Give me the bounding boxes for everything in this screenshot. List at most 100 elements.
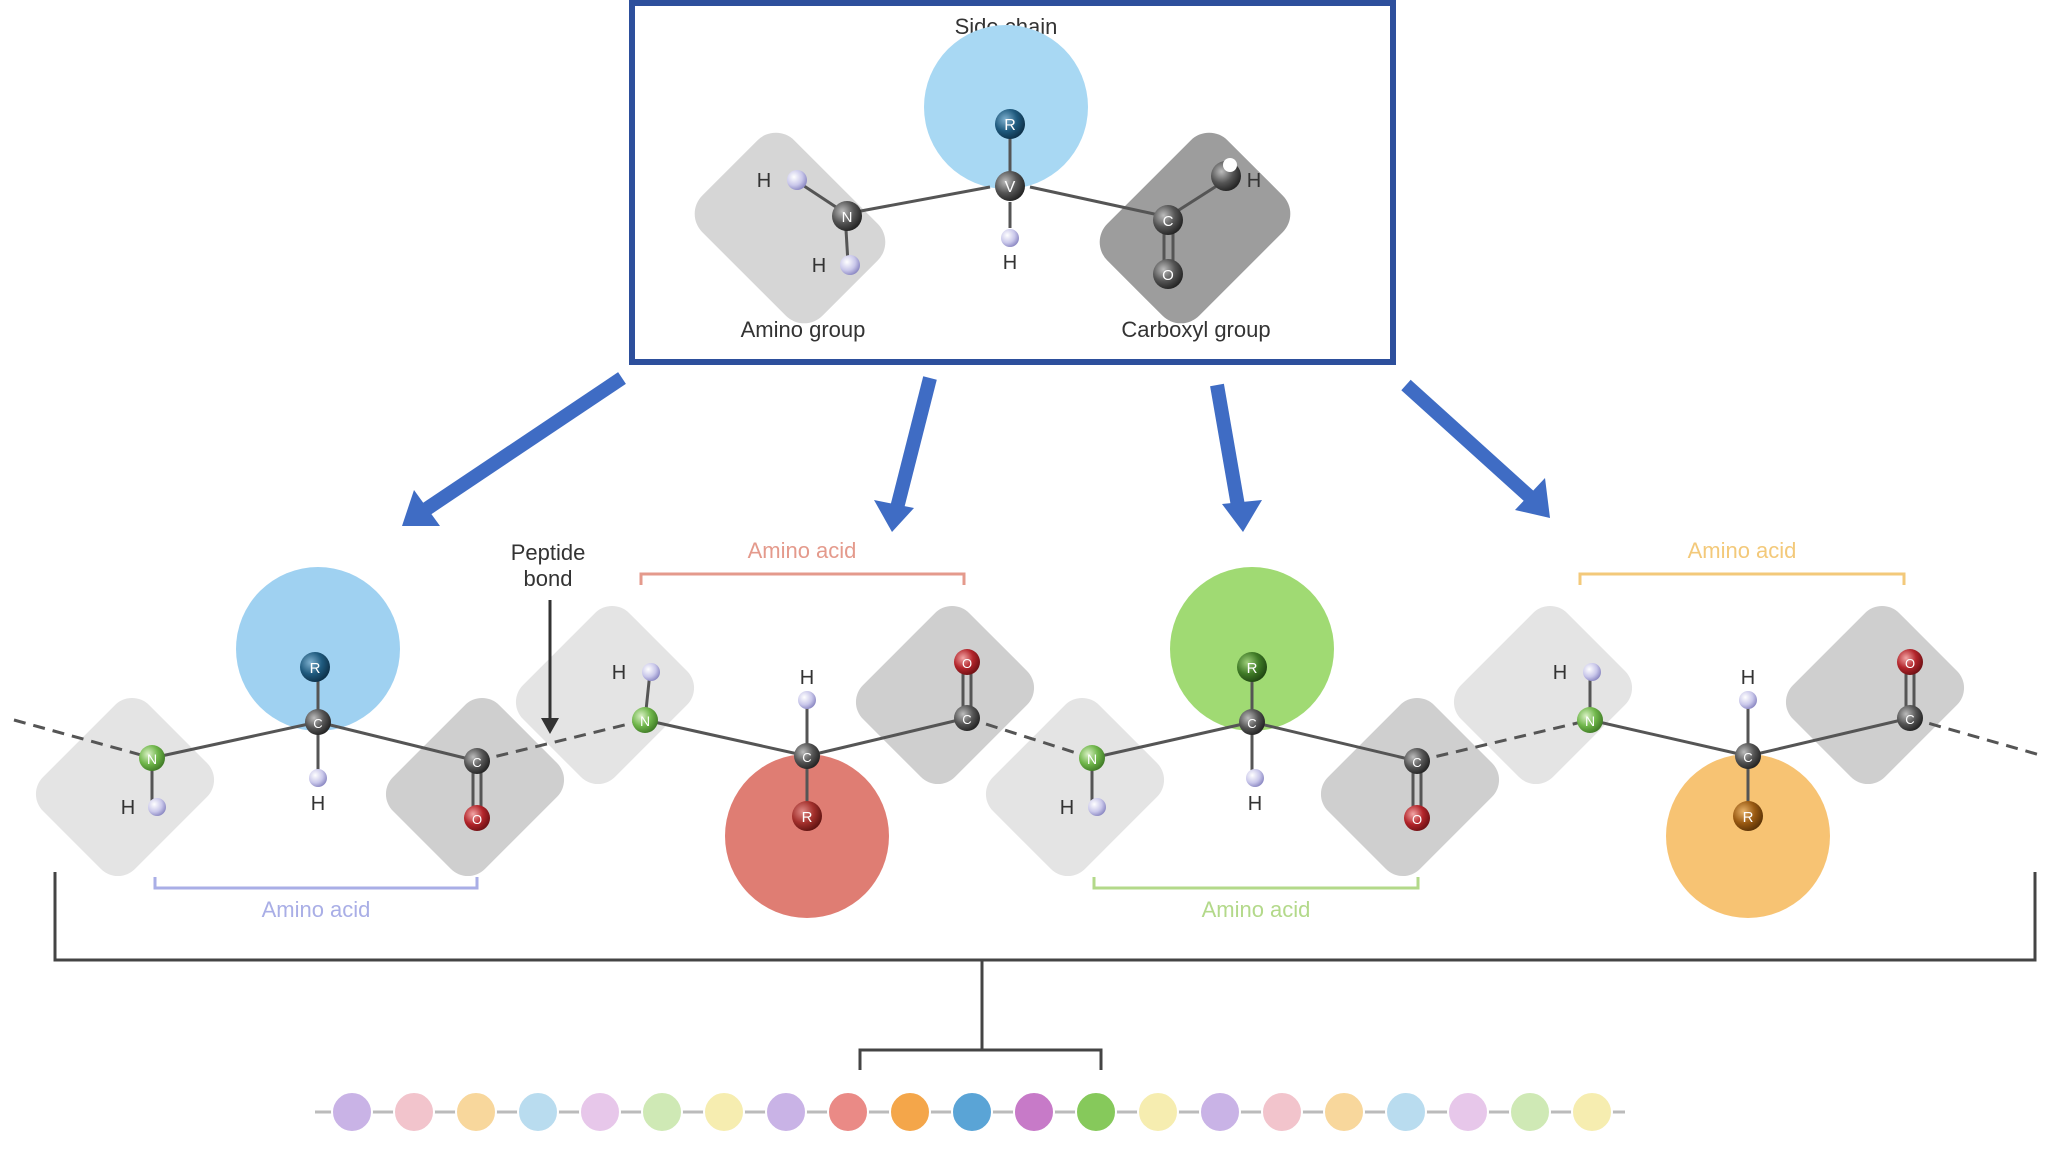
peptide-bond-3 <box>1416 718 1591 763</box>
residue-1-side-chain <box>236 567 400 731</box>
arrows <box>402 372 1550 532</box>
inset-alpha-hydrogen <box>1001 229 1019 247</box>
residue-2-side-chain <box>725 754 889 918</box>
residue-4-carboxyl-diamond <box>1785 605 1965 785</box>
amino-acid-inset: Side chain R V H N H H <box>629 0 1396 365</box>
residue-2-carbonyl-carbon: C <box>954 705 980 731</box>
bead-8 <box>765 1091 807 1133</box>
polypeptide-chain: N H C R H C O N H C R H C O N H C R H C … <box>13 538 2041 922</box>
residue-3-carboxyl-diamond <box>1320 697 1500 877</box>
residue-1-alpha-carbon: C <box>305 709 331 735</box>
inset-r-atom: R <box>995 109 1025 139</box>
residue-3-nitrogen: N <box>1079 745 1105 771</box>
svg-text:R: R <box>1004 117 1016 134</box>
svg-text:C: C <box>1905 712 1914 727</box>
residue-1-oxygen: O <box>464 805 490 831</box>
residue-4-side-chain <box>1666 754 1830 918</box>
svg-text:O: O <box>1162 267 1174 284</box>
inset-h-label: H <box>1003 252 1017 274</box>
residue-3-carbonyl-carbon: C <box>1404 748 1430 774</box>
residue-4-amino-h-label: H <box>1553 662 1567 684</box>
residue-1-amino-h-label: H <box>121 797 135 819</box>
residue-4-alpha-h-label: H <box>1741 667 1755 689</box>
amino-group-diamond <box>694 132 886 324</box>
residue-3-amino-h-label: H <box>1060 797 1074 819</box>
bead-string <box>315 1091 1625 1133</box>
amino-acid-bracket-4: Amino acid <box>1578 538 1906 585</box>
residue-3-r-atom: R <box>1237 652 1267 682</box>
svg-text:N: N <box>1585 713 1595 729</box>
bead-10 <box>889 1091 931 1133</box>
bead-19 <box>1447 1091 1489 1133</box>
arrow-3 <box>1210 383 1262 532</box>
carboxyl-group-diamond <box>1099 132 1291 324</box>
svg-text:N: N <box>1087 751 1097 767</box>
residue-1-carbonyl-carbon: C <box>464 748 490 774</box>
inset-carboxyl-carbon: C <box>1153 205 1183 235</box>
arrow-4 <box>1401 379 1550 518</box>
arrow-2 <box>874 376 937 532</box>
residue-4-r-atom: R <box>1733 801 1763 831</box>
arrow-1 <box>402 372 626 526</box>
residue-2-alpha-h-label: H <box>800 667 814 689</box>
bead-15 <box>1199 1091 1241 1133</box>
bead-14 <box>1137 1091 1179 1133</box>
svg-text:V: V <box>1005 179 1016 196</box>
residue-2-alpha-hydrogen <box>798 691 816 709</box>
svg-text:C: C <box>313 716 322 731</box>
inset-amino-h-top <box>787 170 807 190</box>
residue-2-amino-h-label: H <box>612 662 626 684</box>
residue-3-amino-diamond <box>985 697 1165 877</box>
inset-hydroxyl-h-label: H <box>1247 170 1261 192</box>
amino-acid-bracket-2: Amino acid <box>639 538 966 585</box>
residue-3-alpha-h-label: H <box>1248 793 1262 815</box>
bead-7 <box>703 1091 745 1133</box>
bead-5 <box>579 1091 621 1133</box>
svg-text:O: O <box>1412 812 1422 827</box>
residue-1-r-atom: R <box>300 652 330 682</box>
svg-text:N: N <box>640 713 650 729</box>
svg-text:O: O <box>1905 656 1915 671</box>
svg-text:O: O <box>962 656 972 671</box>
side-chain-bubble <box>924 25 1088 189</box>
svg-text:R: R <box>802 809 813 826</box>
svg-text:C: C <box>1743 750 1752 765</box>
residue-4-nitrogen: N <box>1577 707 1603 733</box>
svg-text:Amino acid: Amino acid <box>262 897 371 922</box>
inset-amino-h-top-label: H <box>757 170 771 192</box>
residue-3-alpha-carbon: C <box>1239 709 1265 735</box>
residue-2-alpha-carbon: C <box>794 743 820 769</box>
svg-text:Amino acid: Amino acid <box>1688 538 1797 563</box>
residue-1-nitrogen: N <box>139 745 165 771</box>
bead-12 <box>1013 1091 1055 1133</box>
residue-4-alpha-carbon: C <box>1735 743 1761 769</box>
residue-2-r-atom: R <box>792 801 822 831</box>
residue-2-amino-hydrogen <box>642 663 660 681</box>
residue-4-oxygen: O <box>1897 649 1923 675</box>
svg-text:C: C <box>1247 716 1256 731</box>
inset-carboxyl-oxygen: O <box>1153 259 1183 289</box>
bead-17 <box>1323 1091 1365 1133</box>
bead-16 <box>1261 1091 1303 1133</box>
chain-start-dash <box>13 718 153 760</box>
peptide-bond-pointer-head <box>541 718 559 734</box>
inset-amino-h-bottom-label: H <box>812 255 826 277</box>
carboxyl-group-label: Carboxyl group <box>1121 317 1270 342</box>
bead-6 <box>641 1091 683 1133</box>
residue-3-amino-hydrogen <box>1088 798 1106 816</box>
residue-1-alpha-h-label: H <box>311 793 325 815</box>
bead-21 <box>1571 1091 1613 1133</box>
bead-20 <box>1509 1091 1551 1133</box>
residue-1-alpha-hydrogen <box>309 769 327 787</box>
residue-3-side-chain <box>1170 567 1334 731</box>
bead-3 <box>455 1091 497 1133</box>
residue-1-amino-hydrogen <box>148 798 166 816</box>
residue-4-carbonyl-carbon: C <box>1897 705 1923 731</box>
bead-18 <box>1385 1091 1427 1133</box>
svg-text:R: R <box>310 660 321 677</box>
svg-text:N: N <box>842 209 853 226</box>
amino-acid-bracket-3: Amino acid <box>1092 877 1420 922</box>
svg-text:Amino acid: Amino acid <box>1202 897 1311 922</box>
residue-4-amino-hydrogen <box>1583 663 1601 681</box>
